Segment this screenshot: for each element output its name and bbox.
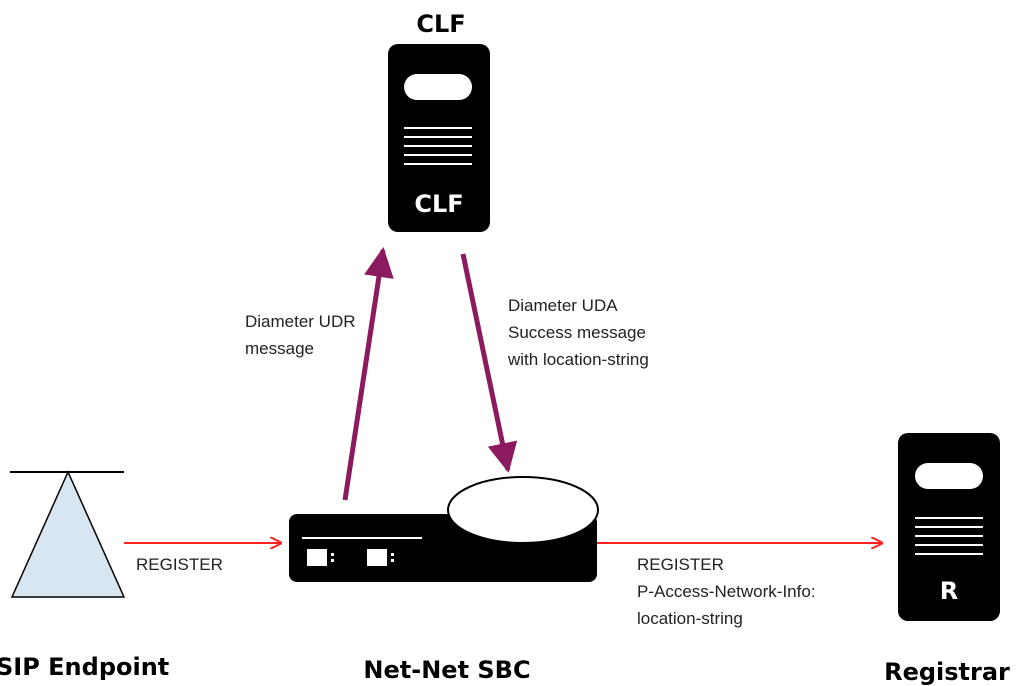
clf-title: CLF (416, 10, 465, 38)
sip-endpoint-icon (10, 470, 126, 598)
sip-endpoint-title: SIP Endpoint (0, 653, 169, 681)
clf-server-label: CLF (414, 190, 463, 218)
registrar-server-icon: R (898, 433, 1000, 621)
registrar-title: Registrar (884, 658, 1010, 686)
registrar-server-label: R (940, 577, 958, 605)
clf-server-icon: CLF (388, 44, 490, 232)
register-in-label: REGISTER (136, 555, 223, 574)
register-out-label: REGISTER P-Access-Network-Info: location… (637, 555, 820, 628)
diameter-uda-arrow (460, 253, 518, 473)
sbc-device-icon (289, 476, 599, 582)
udr-message-label: Diameter UDR message (245, 312, 360, 358)
uda-message-label: Diameter UDA Success message with locati… (507, 296, 651, 369)
sbc-title: Net-Net SBC (363, 656, 530, 684)
diameter-udr-arrow (342, 247, 394, 501)
